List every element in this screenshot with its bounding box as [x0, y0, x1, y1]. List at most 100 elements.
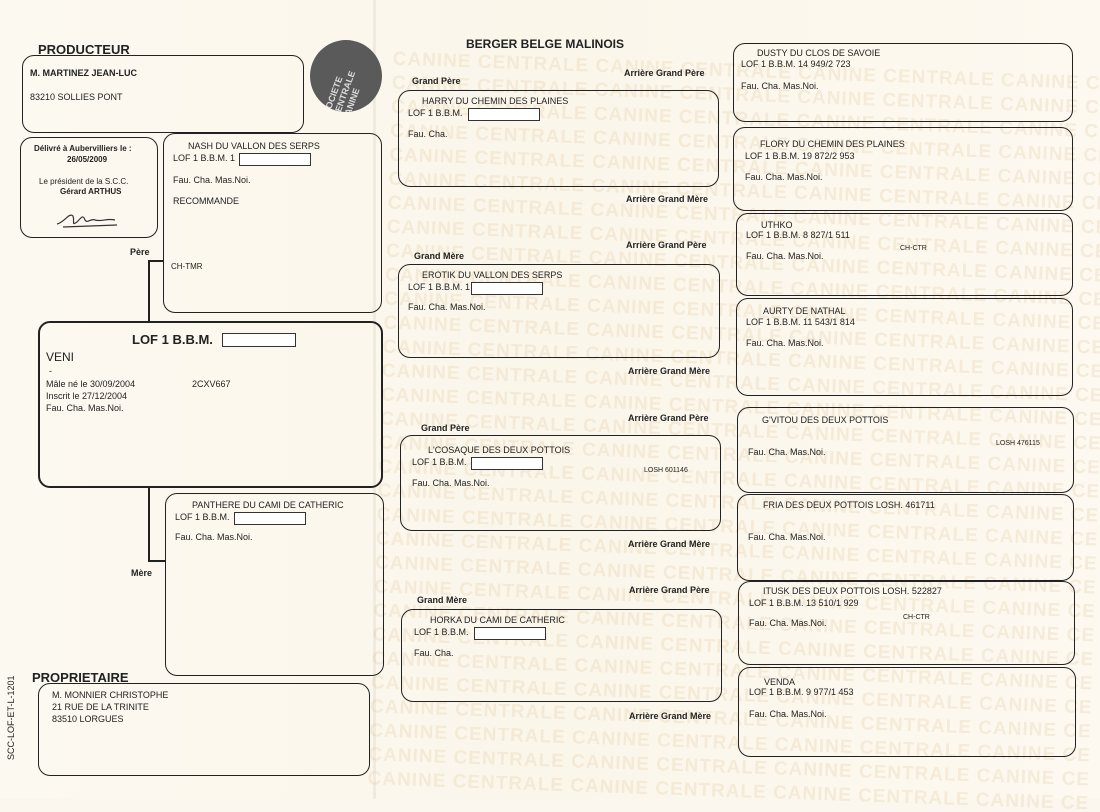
mere-name: PANTHERE DU CAMI DE CATHERIC — [192, 500, 344, 510]
agp-4-name: ITUSK DES DEUX POTTOIS LOSH. 522827 — [763, 586, 942, 596]
agp-1-lof: LOF 1 B.B.M. 14 949/2 723 — [741, 59, 851, 69]
agp-4-colour: Fau. Cha. Mas.Noi. — [749, 618, 827, 628]
mere-colour: Fau. Cha. Mas.Noi. — [175, 532, 253, 542]
dog-colour: Fau. Cha. Mas.Noi. — [46, 403, 124, 413]
gm-mm-label: Grand Mère — [417, 595, 468, 605]
gp-mm-colour: Fau. Cha. Mas.Noi. — [412, 478, 490, 488]
redacted-field — [222, 333, 296, 347]
agm-1-name: FLORY DU CHEMIN DES PLAINES — [760, 139, 905, 149]
agm-label-2: Arrière Grand Mère — [628, 366, 711, 376]
pere-lof: LOF 1 B.B.M. 1 — [173, 153, 236, 163]
agp-box-2: UTHKO LOF 1 B.B.M. 8 827/1 511 CH-CTR Fa… — [736, 213, 1073, 296]
agp-box-3: G'VITOU DES DEUX POTTOIS LOSH 476115 Fau… — [737, 407, 1074, 493]
watermark-line: CANINE CENTRALE CANINE CENTRALE CANINE C… — [367, 791, 1100, 812]
gm-pp-label: Grand Mère — [414, 251, 465, 261]
gm-mm-name: HORKA DU CAMI DE CATHERIC — [430, 615, 565, 625]
gm-pp-lof: LOF 1 B.B.M. 1 — [408, 282, 471, 292]
agp-2-extra: CH-CTR — [900, 245, 927, 252]
agp-box-1: DUSTY DU CLOS DE SAVOIE LOF 1 B.B.M. 14 … — [733, 43, 1073, 122]
gp-mm-box: L'COSAQUE DES DEUX POTTOIS LOF 1 B.B.M. … — [400, 435, 721, 531]
delivre-line1: Délivré à Aubervilliers le : — [34, 144, 132, 153]
agm-1-colour: Fau. Cha. Mas.Noi. — [745, 172, 823, 182]
agm-label-1: Arrière Grand Mère — [626, 194, 709, 204]
pere-name: NASH DU VALLON DES SERPS — [188, 141, 320, 151]
agp-label-1: Arrière Grand Père — [624, 68, 705, 78]
agp-label-2: Arrière Grand Père — [626, 240, 707, 250]
agm-2-colour: Fau. Cha. Mas.Noi. — [746, 338, 824, 348]
proprietaire-title: PROPRIETAIRE — [32, 670, 129, 685]
proprietaire-street: 21 RUE DE LA TRINITE — [52, 702, 149, 712]
gp-mm-lof: LOF 1 B.B.M. — [412, 457, 467, 467]
agm-box-1: FLORY DU CHEMIN DES PLAINES LOF 1 B.B.M.… — [733, 127, 1073, 211]
gp-pp-lof: LOF 1 B.B.M. — [408, 108, 463, 118]
gp-mm-label: Grand Père — [421, 423, 470, 433]
breed-title: BERGER BELGE MALINOIS — [466, 37, 625, 51]
proprietaire-city: 83510 LORGUES — [52, 714, 124, 724]
pere-colour: Fau. Cha. Mas.Noi. — [173, 175, 251, 185]
watermark-line: CANINE CENTRALE CANINE CENTRALE CANINE C… — [367, 768, 1100, 812]
gp-pp-box: HARRY DU CHEMIN DES PLAINES LOF 1 B.B.M.… — [398, 90, 719, 187]
agm-4-colour: Fau. Cha. Mas.Noi. — [749, 709, 827, 719]
gm-mm-box: HORKA DU CAMI DE CATHERIC LOF 1 B.B.M. F… — [401, 609, 722, 702]
gm-mm-lof: LOF 1 B.B.M. — [414, 627, 469, 637]
redacted-field — [474, 627, 546, 640]
pere-title: CH-TMR — [171, 262, 203, 271]
dog-inscrit: Inscrit le 27/12/2004 — [46, 391, 128, 401]
redacted-field — [239, 153, 311, 166]
delivre-date: 26/05/2009 — [67, 155, 108, 164]
agm-box-2: AURTY DE NATHAL LOF 1 B.B.M. 11 543/1 81… — [736, 298, 1073, 396]
mere-box: PANTHERE DU CAMI DE CATHERIC LOF 1 B.B.M… — [165, 493, 384, 676]
gp-mm-losh: LOSH 601146 — [644, 467, 688, 474]
pere-note: RECOMMANDE — [173, 196, 240, 206]
connector — [148, 260, 150, 321]
redacted-field — [471, 282, 543, 295]
gm-pp-name: EROTIK DU VALLON DES SERPS — [422, 270, 563, 280]
agm-4-lof: LOF 1 B.B.M. 9 977/1 453 — [749, 687, 854, 697]
producteur-address: 83210 SOLLIES PONT — [30, 92, 123, 102]
gp-pp-name: HARRY DU CHEMIN DES PLAINES — [422, 96, 569, 106]
connector — [148, 560, 165, 562]
agp-label-4: Arrière Grand Père — [629, 585, 710, 595]
agp-1-colour: Fau. Cha. Mas.Noi. — [741, 81, 819, 91]
president-name: Gérard ARTHUS — [60, 187, 122, 196]
delivre-line2: Le président de la S.C.C. — [39, 177, 129, 186]
agp-3-extra: LOSH 476115 — [996, 440, 1040, 447]
agm-label-3: Arrière Grand Mère — [628, 539, 711, 549]
agm-3-colour: Fau. Cha. Mas.Noi. — [748, 532, 826, 542]
redacted-field — [471, 457, 543, 470]
scc-seal: SOCIETE CENTRALE CANINE — [310, 40, 382, 112]
agm-1-lof: LOF 1 B.B.M. 19 872/2 953 — [745, 151, 855, 161]
agm-2-lof: LOF 1 B.B.M. 11 543/1 814 — [746, 317, 855, 327]
producteur-title: PRODUCTEUR — [38, 42, 130, 57]
pere-label: Père — [130, 247, 150, 257]
fold-line — [373, 0, 376, 799]
agm-2-name: AURTY DE NATHAL — [763, 306, 846, 316]
gp-pp-colour: Fau. Cha. — [408, 129, 448, 139]
connector — [148, 488, 150, 560]
connector — [148, 260, 163, 262]
gm-pp-colour: Fau. Cha. Mas.Noi. — [408, 302, 486, 312]
seal-text: SOCIETE CENTRALE CANINE — [321, 69, 362, 112]
redacted-field — [468, 108, 540, 121]
gm-pp-box: EROTIK DU VALLON DES SERPS LOF 1 B.B.M. … — [398, 264, 720, 358]
form-code: SCC-LOF-ET-L-1201 — [6, 675, 16, 760]
agm-label-4: Arrière Grand Mère — [629, 711, 712, 721]
dog-box: LOF 1 B.B.M. VENI - Mâle né le 30/09/200… — [38, 321, 383, 488]
gp-mm-name: L'COSAQUE DES DEUX POTTOIS — [428, 445, 571, 455]
agp-box-4: ITUSK DES DEUX POTTOIS LOSH. 522827 LOF … — [738, 581, 1075, 665]
agm-box-4: VENDA LOF 1 B.B.M. 9 977/1 453 Fau. Cha.… — [738, 667, 1076, 757]
agp-4-extra: CH-CTR — [903, 614, 930, 621]
agp-2-lof: LOF 1 B.B.M. 8 827/1 511 — [746, 230, 850, 240]
agp-2-name: UTHKO — [761, 220, 793, 230]
agp-2-colour: Fau. Cha. Mas.Noi. — [746, 251, 824, 261]
dog-birth: Mâle né le 30/09/2004 — [46, 379, 136, 389]
agp-3-colour: Fau. Cha. Mas.Noi. — [748, 447, 826, 457]
pere-box: NASH DU VALLON DES SERPS LOF 1 B.B.M. 1 … — [163, 133, 382, 313]
agm-4-name: VENDA — [764, 677, 796, 687]
agp-4-lof: LOF 1 B.B.M. 13 510/1 929 — [749, 598, 859, 608]
mere-lof: LOF 1 B.B.M. — [175, 512, 230, 522]
dog-tattoo: 2CXV667 — [192, 379, 231, 389]
mere-label: Mère — [131, 568, 153, 578]
proprietaire-box: M. MONNIER CHRISTOPHE 21 RUE DE LA TRINI… — [38, 683, 370, 776]
